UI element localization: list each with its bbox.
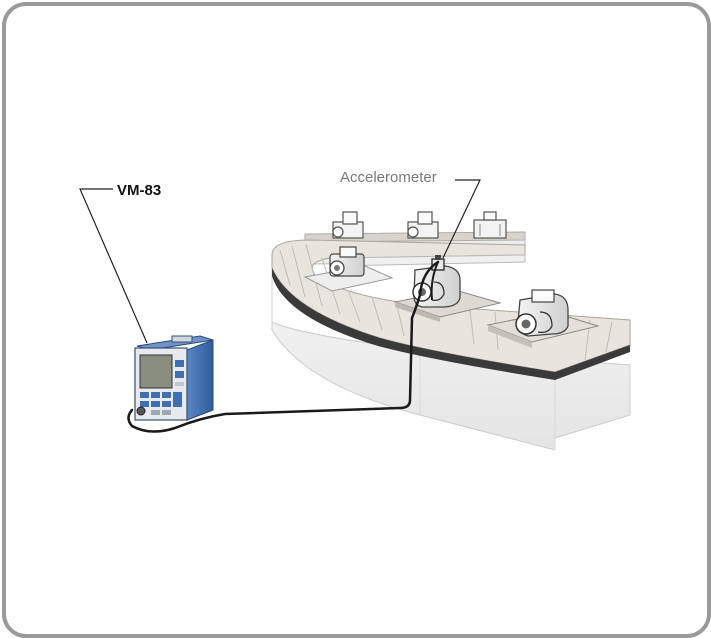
- sensor-label: Accelerometer: [340, 169, 437, 186]
- device-leader-line: [79, 188, 148, 344]
- pump-motor-icon: [332, 211, 364, 239]
- vibration-meter-icon: [134, 335, 214, 421]
- pump-motor-icon: [303, 246, 394, 292]
- sensor-leader-line: [442, 179, 481, 259]
- pump-motor-icon: [473, 211, 507, 239]
- pump-motor-icon: [407, 211, 439, 239]
- sensor-cable: [127, 260, 440, 433]
- pump-motor-icon: [486, 289, 600, 348]
- device-label: VM-83: [117, 182, 161, 199]
